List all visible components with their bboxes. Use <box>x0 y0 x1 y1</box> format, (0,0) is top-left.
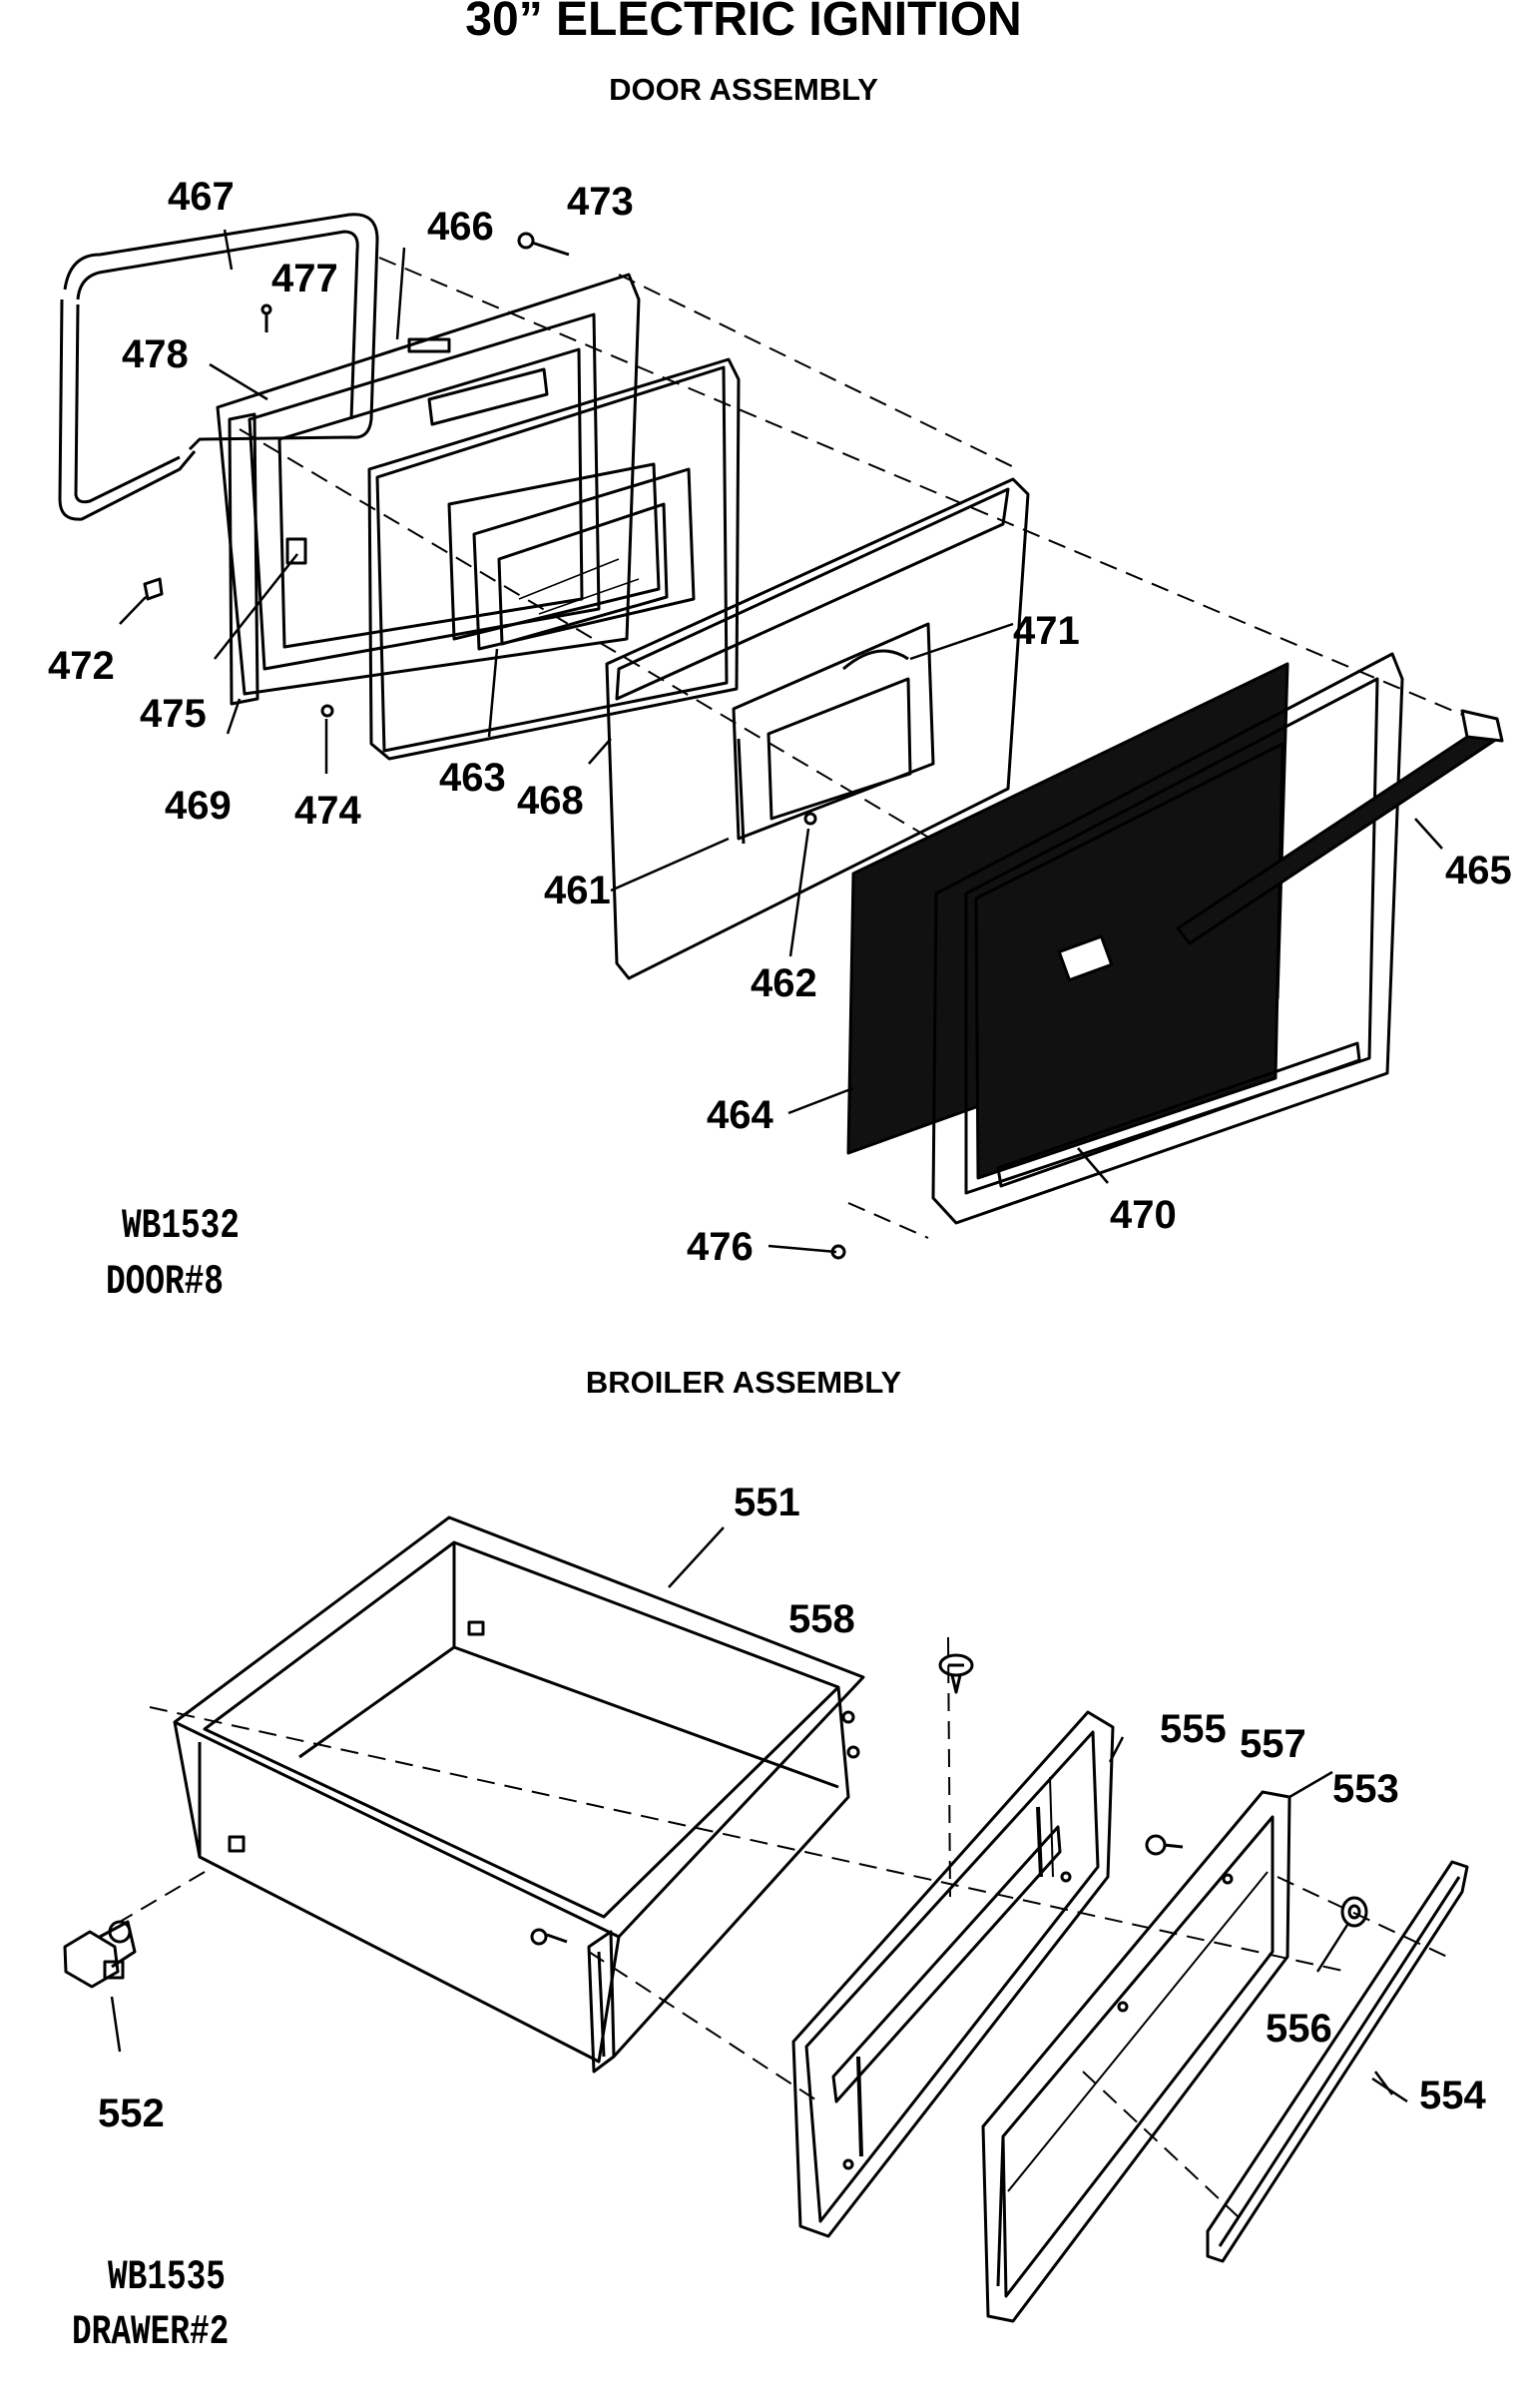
broiler-assembly-heading: BROILER ASSEMBLY <box>585 1365 902 1400</box>
trim-strip-554 <box>1206 1860 1469 2263</box>
washer-556 <box>1340 1896 1368 1928</box>
broiler-drawer-551 <box>173 1515 865 2074</box>
door-model-name: DOOR#8 <box>106 1258 224 1306</box>
inner-door-466 <box>216 273 641 696</box>
part-label: 472 <box>48 644 115 688</box>
drawer-model-name: DRAWER#2 <box>72 2308 230 2356</box>
door-part-labels: 467 466 473 477 478 472 475 469 474 463 … <box>48 175 1512 1269</box>
door-model-number: WB1532 <box>122 1202 240 1250</box>
door-hardware <box>143 232 846 1260</box>
part-label: 464 <box>707 1093 773 1137</box>
part-label: 468 <box>517 779 584 823</box>
screw-top <box>938 1653 974 1694</box>
part-label: 466 <box>427 205 494 249</box>
drawer-front-frame-555 <box>791 1710 1115 2238</box>
drawer-model-number: WB1535 <box>108 2253 226 2301</box>
part-label: 557 <box>1240 1722 1306 1766</box>
latch-552 <box>63 1920 137 1989</box>
part-label: 477 <box>271 257 338 300</box>
part-label: 552 <box>98 2092 165 2135</box>
part-label: 551 <box>734 1481 800 1524</box>
door-assembly-heading: DOOR ASSEMBLY <box>609 72 878 107</box>
part-label: 465 <box>1445 849 1512 893</box>
broiler-assembly-drawing <box>63 1515 1469 2323</box>
door-liner-468 <box>605 477 1030 980</box>
part-label: 474 <box>294 789 361 833</box>
part-label: 556 <box>1266 2007 1332 2051</box>
part-label: 461 <box>544 869 611 912</box>
part-label: 467 <box>168 175 235 219</box>
part-label: 462 <box>751 961 817 1005</box>
part-label: 558 <box>788 1597 855 1641</box>
part-label: 463 <box>439 756 506 800</box>
page-title: 30” ELECTRIC IGNITION <box>465 0 1022 46</box>
window-pack-463 <box>367 357 741 761</box>
part-label: 475 <box>140 692 207 736</box>
outer-door-470 <box>931 652 1404 1225</box>
part-label: 471 <box>1013 609 1080 653</box>
part-label: 553 <box>1332 1767 1399 1811</box>
gasket-467 <box>58 213 379 521</box>
part-label: 554 <box>1419 2074 1486 2117</box>
part-label: 476 <box>687 1225 754 1269</box>
part-label: 469 <box>165 784 232 828</box>
part-label: 470 <box>1110 1193 1177 1237</box>
drawer-front-panel-557 <box>981 1790 1291 2323</box>
handle-465 <box>1176 709 1504 945</box>
part-label: 555 <box>1160 1707 1227 1751</box>
part-label: 473 <box>567 180 634 224</box>
part-label: 478 <box>122 332 189 376</box>
broiler-part-labels: 551 558 555 557 553 556 554 552 <box>98 1481 1486 2135</box>
bolt <box>1145 1834 1184 1856</box>
